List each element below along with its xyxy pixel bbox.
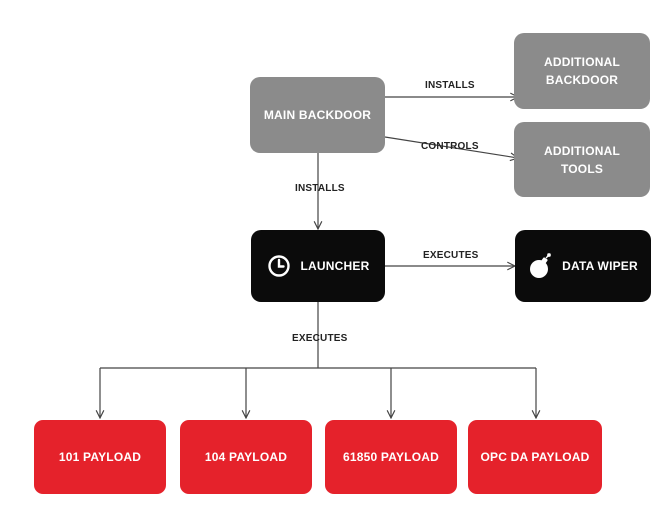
payload-61850-label: 61850 PAYLOAD bbox=[343, 450, 439, 464]
edge-label-installs-launcher: INSTALLS bbox=[295, 183, 345, 194]
additional-tools-node: ADDITIONAL TOOLS bbox=[514, 122, 650, 197]
launcher-node: LAUNCHER bbox=[251, 230, 385, 302]
payload-opc-da-label: OPC DA PAYLOAD bbox=[480, 450, 590, 464]
edge-label-installs-additional: INSTALLS bbox=[425, 80, 475, 91]
launcher-label: LAUNCHER bbox=[300, 259, 370, 273]
main-backdoor-node: MAIN BACKDOOR bbox=[250, 77, 385, 153]
edge-label-executes-payloads: EXECUTES bbox=[292, 333, 348, 344]
additional-backdoor-node: ADDITIONAL BACKDOOR bbox=[514, 33, 650, 109]
data-wiper-label: DATA WIPER bbox=[562, 259, 638, 273]
payload-61850-node: 61850 PAYLOAD bbox=[325, 420, 457, 494]
edge-label-controls: CONTROLS bbox=[421, 141, 479, 152]
payload-104-label: 104 PAYLOAD bbox=[204, 450, 288, 464]
edge-main-to-additional-tools bbox=[384, 136, 518, 158]
payload-104-node: 104 PAYLOAD bbox=[180, 420, 312, 494]
payload-101-label: 101 PAYLOAD bbox=[58, 450, 142, 464]
data-wiper-node: DATA WIPER bbox=[515, 230, 651, 302]
bomb-icon bbox=[528, 252, 554, 280]
clock-icon bbox=[267, 254, 291, 278]
payload-101-node: 101 PAYLOAD bbox=[34, 420, 166, 494]
main-backdoor-label: MAIN BACKDOOR bbox=[263, 108, 372, 122]
payload-opc-da-node: OPC DA PAYLOAD bbox=[468, 420, 602, 494]
additional-tools-label: ADDITIONAL TOOLS bbox=[544, 143, 620, 176]
additional-backdoor-label: ADDITIONAL BACKDOOR bbox=[544, 55, 620, 87]
edge-label-executes-wiper: EXECUTES bbox=[423, 250, 479, 261]
